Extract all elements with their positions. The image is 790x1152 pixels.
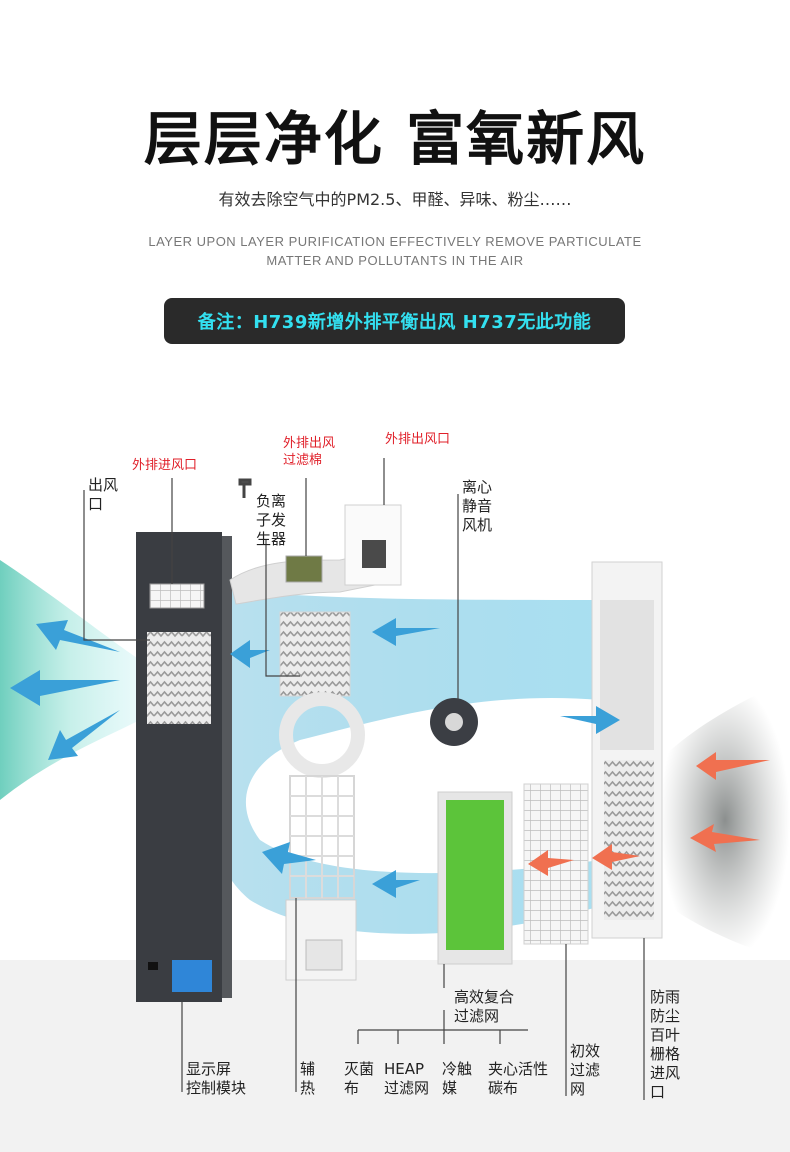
note-banner: 备注：H739新增外排平衡出风 H737无此功能 (164, 298, 625, 344)
aux-heater-fin-panel (279, 611, 351, 697)
label-exhaust-outlet-cotton: 外排出风 过滤棉 (283, 436, 336, 468)
label-aux-heat: 辅 热 (300, 1060, 316, 1097)
label-carbon-cloth: 夹心活性 碳布 (488, 1060, 549, 1097)
outlet-grille (147, 632, 211, 724)
indoor-unit-panel (136, 532, 222, 1002)
label-air-outlet: 出风 口 (88, 476, 119, 513)
label-sterilize-cloth: 灭菌 布 (344, 1060, 375, 1097)
english-line-2: MATTER AND POLLUTANTS IN THE AIR (266, 253, 524, 268)
exhaust-filter-cotton (285, 555, 323, 583)
composite-filter (446, 800, 504, 950)
label-anion-generator: 负离 子发 生器 (256, 492, 287, 548)
label-cold-catalyst: 冷触 媒 (442, 1060, 473, 1097)
heater-socket (305, 939, 343, 971)
subline: 有效去除空气中的PM2.5、甲醛、异味、粉尘…… (218, 190, 572, 209)
panel-side (222, 536, 232, 998)
inflow-arrows (528, 752, 770, 876)
label-centrifugal-fan: 离心 静音 风机 (462, 478, 493, 534)
polluted-air (660, 680, 790, 960)
label-composite-filter: 高效复合 过滤网 (454, 988, 515, 1025)
leader-lines (83, 458, 645, 1100)
label-heap-filter: HEAP 过滤网 (384, 1060, 430, 1097)
diagram-graphics (0, 458, 790, 1152)
fan-hub (445, 713, 463, 731)
english-line-1: LAYER UPON LAYER PURIFICATION EFFECTIVEL… (148, 234, 642, 249)
exhaust-box-port (362, 540, 386, 568)
louver-inner (600, 600, 654, 750)
label-primary-filter: 初效 过滤 网 (570, 1042, 601, 1098)
label-louver: 防雨 防尘 百叶 栅格 进风 口 (650, 988, 681, 1101)
fan-ring (279, 692, 365, 778)
label-display-module: 显示屏 控制模块 (186, 1060, 247, 1097)
louver-grille (604, 760, 654, 920)
anion-generator-part (238, 478, 252, 498)
display-screen (172, 960, 212, 992)
floor-shade (0, 960, 790, 1152)
headline: 层层净化 富氧新风 (143, 105, 647, 173)
flow-arrow-icon (10, 618, 620, 898)
heater-grid-lines (290, 776, 354, 898)
exhaust-inlet-grille (149, 583, 205, 609)
label-exhaust-inlet: 外排进风口 (132, 458, 198, 473)
panel-port (148, 962, 158, 970)
label-exhaust-outlet: 外排出风口 (385, 432, 451, 447)
exploded-diagram: 外排进风口 外排出风 过滤棉 外排出风口 出风 口 负离 子发 生器 离心 静音… (0, 380, 790, 1152)
